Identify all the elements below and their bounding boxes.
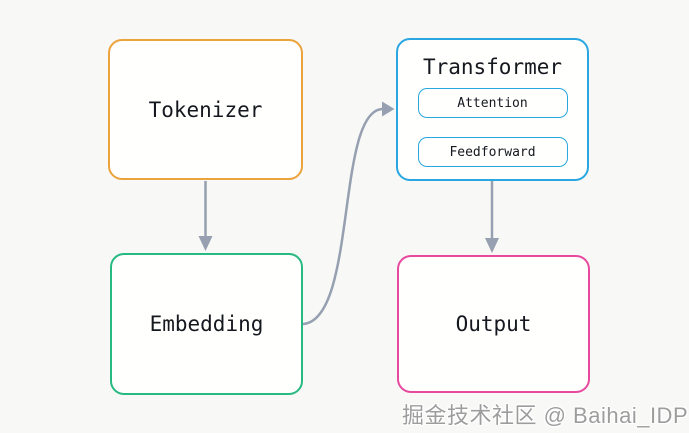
node-tokenizer: Tokenizer <box>108 39 303 180</box>
node-embedding-label: Embedding <box>149 312 264 336</box>
edge-transformer-to-output <box>485 181 499 253</box>
edge-embedding-to-transformer <box>302 101 395 326</box>
edge-line <box>302 107 383 326</box>
node-output-label: Output <box>455 312 532 336</box>
node-attention: Attention <box>417 88 568 118</box>
edge-tokenizer-to-embedding <box>198 181 213 251</box>
watermark: 掘金技术社区 @ Baihai_IDP <box>402 403 689 428</box>
arrowhead-right-icon <box>382 101 395 117</box>
node-tokenizer-label: Tokenizer <box>148 97 263 122</box>
node-output: Output <box>397 255 590 393</box>
node-feedforward-label: Feedforward <box>449 144 536 160</box>
node-transformer: Transformer Attention Feedforward <box>396 38 589 181</box>
node-embedding: Embedding <box>110 253 303 395</box>
node-attention-label: Attention <box>457 95 528 111</box>
arrowhead-down-icon <box>485 238 499 253</box>
arrowhead-down-icon <box>198 236 213 251</box>
node-feedforward: Feedforward <box>417 137 568 167</box>
node-transformer-label: Transformer <box>422 55 563 79</box>
